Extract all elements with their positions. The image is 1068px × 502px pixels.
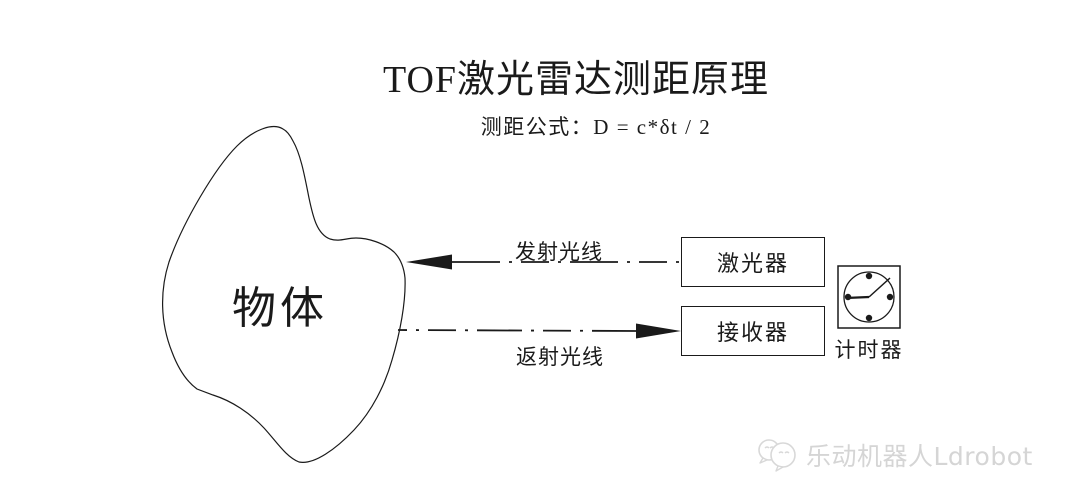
timer-label: 计时器 [834,338,904,362]
watermark-text: 乐动机器人Ldrobot [806,442,1033,471]
emitted-ray-label: 发射光线 [515,240,603,264]
returned-ray-arrow [397,323,681,339]
laser-box: 激光器 [681,237,825,287]
emitted-ray-arrow [406,254,681,270]
receiver-box: 接收器 [681,306,825,356]
timer-clock-icon [837,265,901,329]
distance-formula: 测距公式：D = c*δt / 2 [480,115,712,139]
ldrobot-logo-icon [758,439,796,472]
page-title: TOF激光雷达测距原理 [382,59,770,101]
watermark: 乐动机器人Ldrobot [756,437,1033,473]
left-arrowhead-icon [406,254,452,270]
returned-ray-label: 返射光线 [516,345,604,369]
right-arrowhead-icon [636,323,681,339]
object-blob-shape [162,125,406,463]
laser-box-label: 激光器 [716,251,789,276]
receiver-box-label: 接收器 [716,320,789,345]
object-label: 物体 [232,284,328,333]
